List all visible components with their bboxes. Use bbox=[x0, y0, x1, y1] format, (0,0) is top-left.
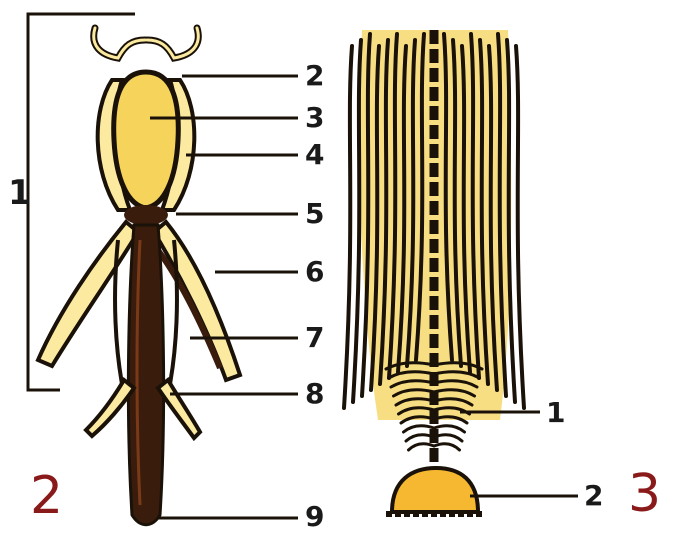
label-left-6: 6 bbox=[305, 258, 324, 286]
label-bracket-1: 1 bbox=[8, 176, 32, 210]
palp-right bbox=[154, 222, 240, 380]
label-left-2: 2 bbox=[305, 62, 324, 90]
label-right-1: 1 bbox=[546, 399, 565, 427]
palp-left bbox=[38, 222, 138, 366]
rib-bristle bbox=[434, 426, 465, 432]
caption-right: 3 bbox=[628, 468, 661, 520]
left-figure bbox=[28, 14, 298, 525]
proboscis bbox=[128, 225, 163, 525]
label-left-3: 3 bbox=[305, 104, 324, 132]
prong-left bbox=[86, 380, 134, 436]
junction bbox=[124, 205, 168, 225]
caption-left: 2 bbox=[30, 470, 63, 522]
labrum bbox=[114, 72, 179, 208]
bristle bbox=[516, 46, 524, 408]
label-left-7: 7 bbox=[305, 324, 324, 352]
bristle bbox=[353, 40, 361, 402]
bristle bbox=[344, 46, 352, 408]
label-left-5: 5 bbox=[305, 200, 324, 228]
base-knob bbox=[392, 468, 478, 512]
label-left-9: 9 bbox=[305, 503, 324, 531]
rib-bristle bbox=[404, 426, 435, 432]
label-left-8: 8 bbox=[305, 380, 324, 408]
right-figure bbox=[344, 30, 578, 514]
label-left-4: 4 bbox=[305, 141, 324, 169]
label-right-2: 2 bbox=[584, 482, 603, 510]
